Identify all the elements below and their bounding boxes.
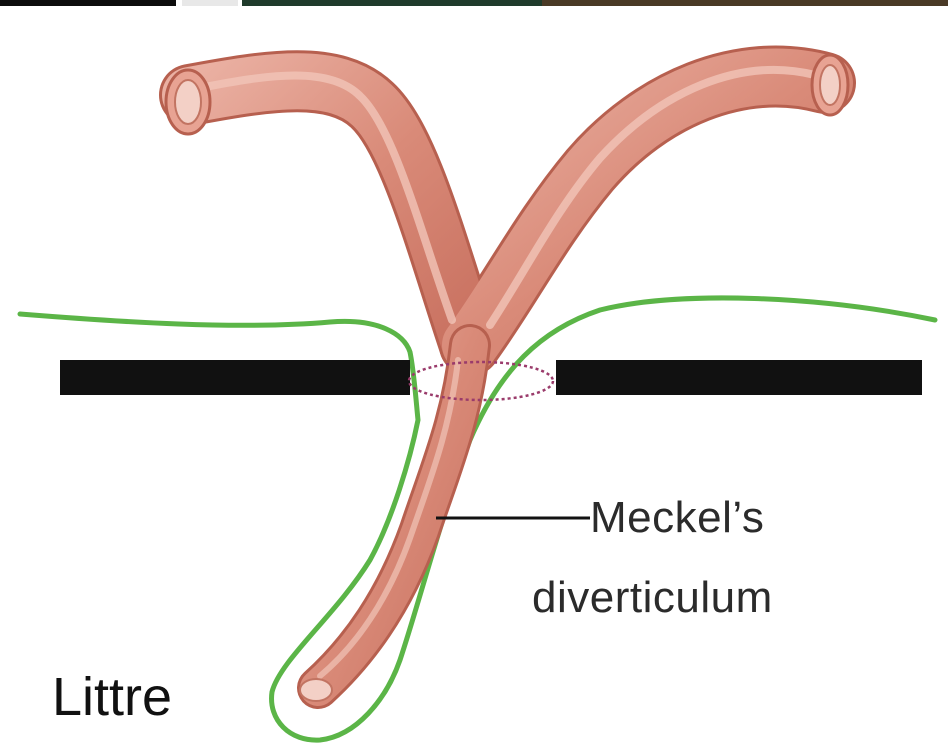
- abdominal-wall-right: [556, 360, 922, 395]
- bowel-open-end-right: [812, 55, 848, 115]
- label-meckel-line2: diverticulum: [532, 574, 773, 622]
- caption-littre: Littre: [52, 667, 172, 727]
- label-meckel-line1: Meckel’s: [590, 494, 764, 542]
- bowel-open-end-left: [166, 70, 210, 134]
- small-bowel-loop: [190, 70, 825, 345]
- abdominal-wall-left: [60, 360, 410, 395]
